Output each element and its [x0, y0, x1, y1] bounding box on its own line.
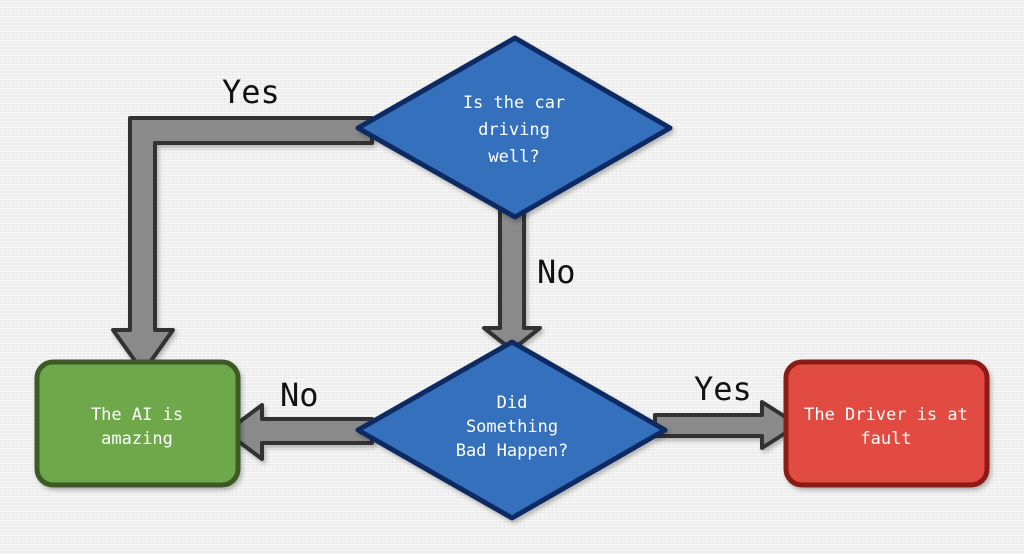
decision-bad-line-1: Did [497, 393, 528, 413]
arrow-bad-yes [653, 400, 800, 450]
edge-label-driving-yes: Yes [222, 73, 280, 111]
decision-bad-line-3: Bad Happen? [456, 441, 569, 461]
arrow-driving-no [482, 203, 542, 352]
arrow-bad-no [224, 403, 374, 461]
result-driver-line-2: fault [860, 429, 911, 449]
result-ai-amazing: The AI is amazing [34, 359, 241, 488]
arrow-driving-yes [111, 116, 374, 374]
result-box-shape [783, 359, 990, 488]
decision-bad-line-2: Something [466, 417, 558, 437]
result-ai-line-2: amazing [101, 429, 173, 449]
decision-diamond-shape [355, 35, 673, 220]
decision-diamond-shape [355, 339, 668, 521]
result-driver-line-1: The Driver is at [804, 405, 968, 425]
decision-car-driving-well: Is the car driving well? [355, 35, 673, 220]
result-ai-line-1: The AI is [91, 405, 183, 425]
edge-label-bad-yes: Yes [694, 370, 752, 408]
edge-label-bad-no: No [280, 376, 319, 414]
decision-driving-line-3: well? [488, 147, 539, 167]
edge-label-driving-no: No [537, 253, 576, 291]
result-box-shape [34, 359, 241, 488]
decision-driving-line-2: driving [478, 120, 550, 140]
decision-something-bad-happen: Did Something Bad Happen? [355, 339, 668, 521]
decision-driving-line-1: Is the car [463, 93, 565, 113]
result-driver-at-fault: The Driver is at fault [783, 359, 990, 488]
